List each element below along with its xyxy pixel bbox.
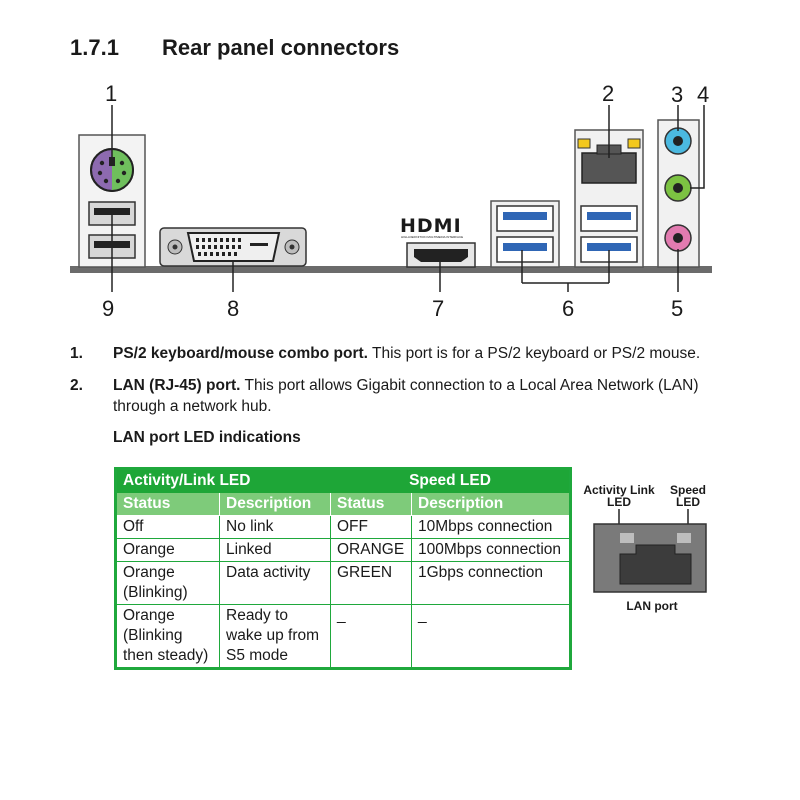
column-header: Status	[115, 492, 220, 516]
table-cell: 1Gbps connection	[411, 561, 571, 605]
table-cell: ORANGE	[330, 538, 412, 562]
table-cell: Orange (Blinking)	[115, 561, 220, 605]
callout-8: 8	[227, 296, 239, 321]
table-cell: _	[411, 604, 571, 669]
leader-lines	[111, 105, 705, 292]
item-number: 1.	[70, 345, 83, 362]
table-cell: 100Mbps connection	[411, 538, 571, 562]
callout-1: 1	[105, 81, 117, 106]
table-cell: Ready to wake up from S5 mode	[219, 604, 331, 669]
table-cell: Orange (Blinking then steady)	[115, 604, 220, 669]
activity-led-label: Activity Link	[583, 483, 655, 497]
column-header: Status	[330, 492, 412, 516]
table-cell: Orange	[115, 538, 220, 562]
hdmi-logo: HDMI	[400, 215, 462, 237]
section-number: 1.7.1	[70, 35, 119, 60]
lan-usb3-stack	[574, 129, 644, 268]
column-header-row: Status Description Status Description	[115, 492, 571, 516]
usb3-ports-left	[490, 200, 560, 268]
led-table-heading: LAN port LED indications	[113, 429, 301, 446]
table-cell: OFF	[330, 515, 412, 539]
audio-jacks	[657, 119, 700, 268]
group-header-speed: Speed LED	[330, 468, 571, 493]
table-row: Orange (Blinking) Data activity GREEN 1G…	[115, 561, 571, 605]
callout-9: 9	[102, 296, 114, 321]
table-cell: Off	[115, 515, 220, 539]
callout-7: 7	[432, 296, 444, 321]
item-title: LAN (RJ-45) port.	[113, 377, 241, 394]
item-text: This port allows Gigabit connection to a…	[113, 377, 699, 415]
table-cell: _	[330, 604, 412, 669]
column-header: Description	[219, 492, 331, 516]
activity-led-icon	[620, 533, 634, 543]
table-cell: Linked	[219, 538, 331, 562]
rear-panel-diagram: HDMI HIGH-DEFINITION MULTIMEDIA INTERFAC…	[70, 81, 712, 321]
group-header-activity: Activity/Link LED	[115, 468, 331, 493]
dvi-port	[159, 227, 307, 267]
lan-port-diagram: Activity Link LED Speed LED LAN port	[583, 483, 707, 613]
table-row: Off No link OFF 10Mbps connection	[115, 515, 571, 539]
item-text: This port is for a PS/2 keyboard or PS/2…	[367, 345, 701, 362]
table-row: Orange Linked ORANGE 100Mbps connection	[115, 538, 571, 562]
table-cell: No link	[219, 515, 331, 539]
callout-6: 6	[562, 296, 574, 321]
table-cell: GREEN	[330, 561, 412, 605]
group-header-row: Activity/Link LED Speed LED	[115, 468, 571, 493]
led-table: Activity/Link LED Speed LED Status Descr…	[114, 467, 572, 670]
item-title: PS/2 keyboard/mouse combo port.	[113, 345, 368, 362]
callout-2: 2	[602, 81, 614, 106]
speed-led-label-2: LED	[676, 495, 700, 509]
speed-led-icon	[677, 533, 691, 543]
table-cell: Data activity	[219, 561, 331, 605]
callout-5: 5	[671, 296, 683, 321]
table-cell: 10Mbps connection	[411, 515, 571, 539]
lan-port-caption: LAN port	[626, 599, 677, 613]
hdmi-port: HDMI HIGH-DEFINITION MULTIMEDIA INTERFAC…	[400, 215, 476, 268]
speed-led-label: Speed	[670, 483, 706, 497]
hdmi-logo-subtext: HIGH-DEFINITION MULTIMEDIA INTERFACE	[401, 235, 463, 239]
table-row: Orange (Blinking then steady) Ready to w…	[115, 604, 571, 669]
activity-led-label-2: LED	[607, 495, 631, 509]
callout-3: 3	[671, 82, 683, 107]
column-header: Description	[411, 492, 571, 516]
item-number: 2.	[70, 377, 83, 394]
callout-4: 4	[697, 82, 709, 107]
panel-baseline	[70, 266, 712, 273]
section-title: Rear panel connectors	[162, 35, 400, 60]
rj45-socket	[619, 544, 692, 585]
